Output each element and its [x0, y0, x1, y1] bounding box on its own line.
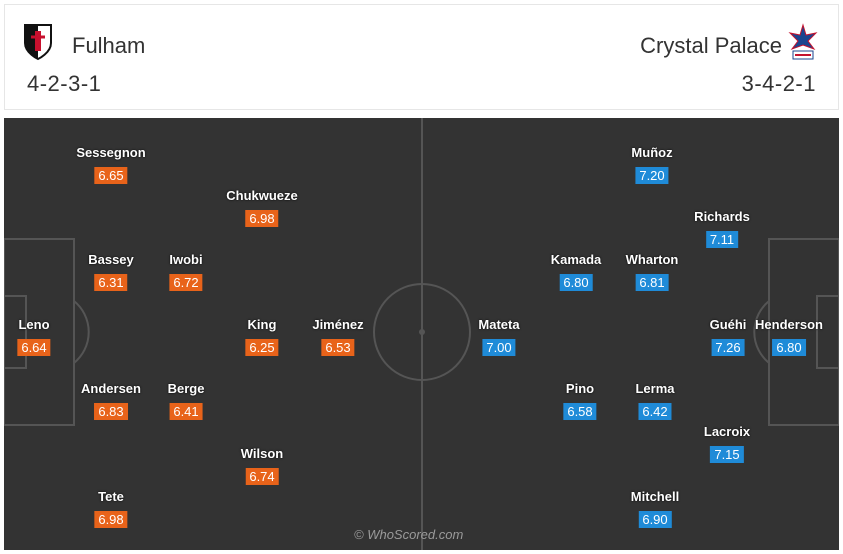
player-kamada[interactable]: Kamada 6.80 — [550, 252, 602, 292]
player-wilson[interactable]: Wilson 6.74 — [240, 446, 284, 486]
player-name: Wilson — [240, 446, 284, 461]
player-name: King — [247, 317, 277, 332]
player-name: Chukwueze — [226, 188, 298, 203]
player-rating: 6.42 — [638, 403, 672, 420]
player-name: Mitchell — [630, 489, 680, 504]
player-andersen[interactable]: Andersen 6.83 — [81, 381, 141, 421]
player-name: Guéhi — [709, 317, 747, 332]
match-header: Fulham 4-2-3-1 Crystal Palace 3-4-2-1 — [4, 4, 839, 110]
player-rating: 6.41 — [169, 403, 203, 420]
player-name: Kamada — [550, 252, 602, 267]
away-team-name: Crystal Palace — [640, 33, 782, 58]
player-sessegnon[interactable]: Sessegnon 6.65 — [76, 145, 146, 185]
player-rating: 6.31 — [94, 274, 128, 291]
player-rating: 7.15 — [710, 446, 744, 463]
player-name: Muñoz — [631, 145, 673, 160]
player-pino[interactable]: Pino 6.58 — [563, 381, 597, 421]
player-name: Wharton — [625, 252, 679, 267]
player-bassey[interactable]: Bassey 6.31 — [88, 252, 134, 292]
player-rating: 6.58 — [563, 403, 597, 420]
pitch: Sessegnon 6.65 Chukwueze 6.98 Bassey 6.3… — [4, 118, 839, 550]
player-name: Lacroix — [703, 424, 751, 439]
player-rating: 6.90 — [638, 511, 672, 528]
player-name: Leno — [18, 317, 50, 332]
player-munoz[interactable]: Muñoz 7.20 — [631, 145, 673, 185]
watermark: © WhoScored.com — [354, 527, 464, 542]
player-lacroix[interactable]: Lacroix 7.15 — [704, 424, 750, 464]
player-king[interactable]: King 6.25 — [245, 317, 279, 357]
player-name: Richards — [694, 209, 750, 224]
player-rating: 6.74 — [245, 468, 279, 485]
player-mitchell[interactable]: Mitchell 6.90 — [631, 489, 679, 529]
player-richards[interactable]: Richards 7.11 — [694, 209, 750, 249]
player-rating: 7.00 — [482, 339, 516, 356]
player-mateta[interactable]: Mateta 7.00 — [478, 317, 520, 357]
player-rating: 6.80 — [559, 274, 593, 291]
player-name: Sessegnon — [76, 145, 146, 160]
player-rating: 6.65 — [94, 167, 128, 184]
player-guehi[interactable]: Guéhi 7.26 — [709, 317, 747, 357]
player-rating: 6.25 — [245, 339, 279, 356]
player-name: Jiménez — [312, 317, 364, 332]
player-name: Iwobi — [169, 252, 203, 267]
fulham-crest-icon — [24, 24, 52, 61]
pitch-lines — [4, 118, 839, 550]
home-formation: 4-2-3-1 — [27, 71, 102, 96]
crystal-palace-crest-icon — [788, 23, 818, 60]
player-rating: 6.53 — [321, 339, 355, 356]
player-rating: 6.80 — [772, 339, 806, 356]
player-rating: 6.98 — [94, 511, 128, 528]
home-team-name: Fulham — [72, 33, 146, 58]
player-name: Tete — [98, 489, 124, 504]
player-rating: 6.98 — [245, 210, 279, 227]
player-iwobi[interactable]: Iwobi 6.72 — [169, 252, 203, 292]
player-name: Berge — [167, 381, 205, 396]
player-rating: 7.11 — [705, 231, 739, 248]
player-chukwueze[interactable]: Chukwueze 6.98 — [226, 188, 298, 228]
player-wharton[interactable]: Wharton 6.81 — [625, 252, 679, 292]
player-rating: 7.20 — [635, 167, 669, 184]
player-rating: 6.83 — [94, 403, 128, 420]
player-leno[interactable]: Leno 6.64 — [17, 317, 51, 357]
player-rating: 6.72 — [169, 274, 203, 291]
player-rating: 6.81 — [635, 274, 669, 291]
player-name: Pino — [565, 381, 595, 396]
player-name: Henderson — [755, 317, 823, 332]
player-name: Mateta — [478, 317, 520, 332]
player-lerma[interactable]: Lerma 6.42 — [635, 381, 675, 421]
player-name: Bassey — [88, 252, 134, 267]
player-name: Andersen — [81, 381, 141, 396]
away-formation: 3-4-2-1 — [741, 71, 816, 96]
player-henderson[interactable]: Henderson 6.80 — [755, 317, 823, 357]
player-rating: 6.64 — [17, 339, 51, 356]
player-jimenez[interactable]: Jiménez 6.53 — [312, 317, 364, 357]
player-rating: 7.26 — [711, 339, 745, 356]
player-tete[interactable]: Tete 6.98 — [94, 489, 128, 529]
player-name: Lerma — [635, 381, 675, 396]
player-berge[interactable]: Berge 6.41 — [167, 381, 205, 421]
